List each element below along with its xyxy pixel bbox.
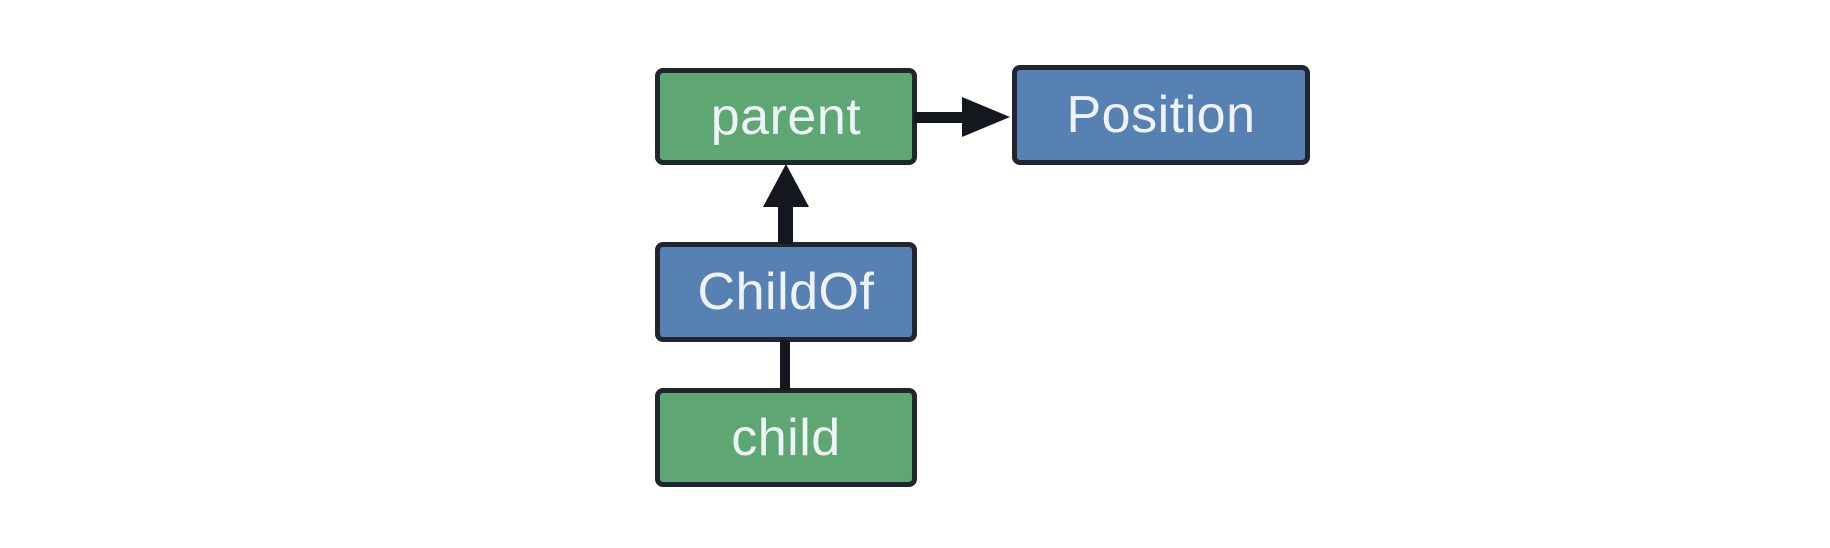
edge-child-childof-line — [780, 340, 790, 390]
arrowhead-right-icon — [962, 97, 1010, 137]
node-parent-label: parent — [710, 87, 862, 146]
arrowhead-up-icon — [763, 164, 809, 207]
node-child-label: child — [731, 408, 841, 467]
edge-childof-parent-shaft — [778, 203, 793, 244]
node-position-label: Position — [1066, 86, 1256, 144]
node-position: Position — [1012, 65, 1310, 165]
node-child: child — [655, 388, 917, 487]
node-parent: parent — [655, 68, 917, 165]
edge-parent-position-shaft — [914, 112, 966, 123]
node-childof-label: ChildOf — [697, 263, 875, 321]
node-childof: ChildOf — [655, 242, 917, 342]
